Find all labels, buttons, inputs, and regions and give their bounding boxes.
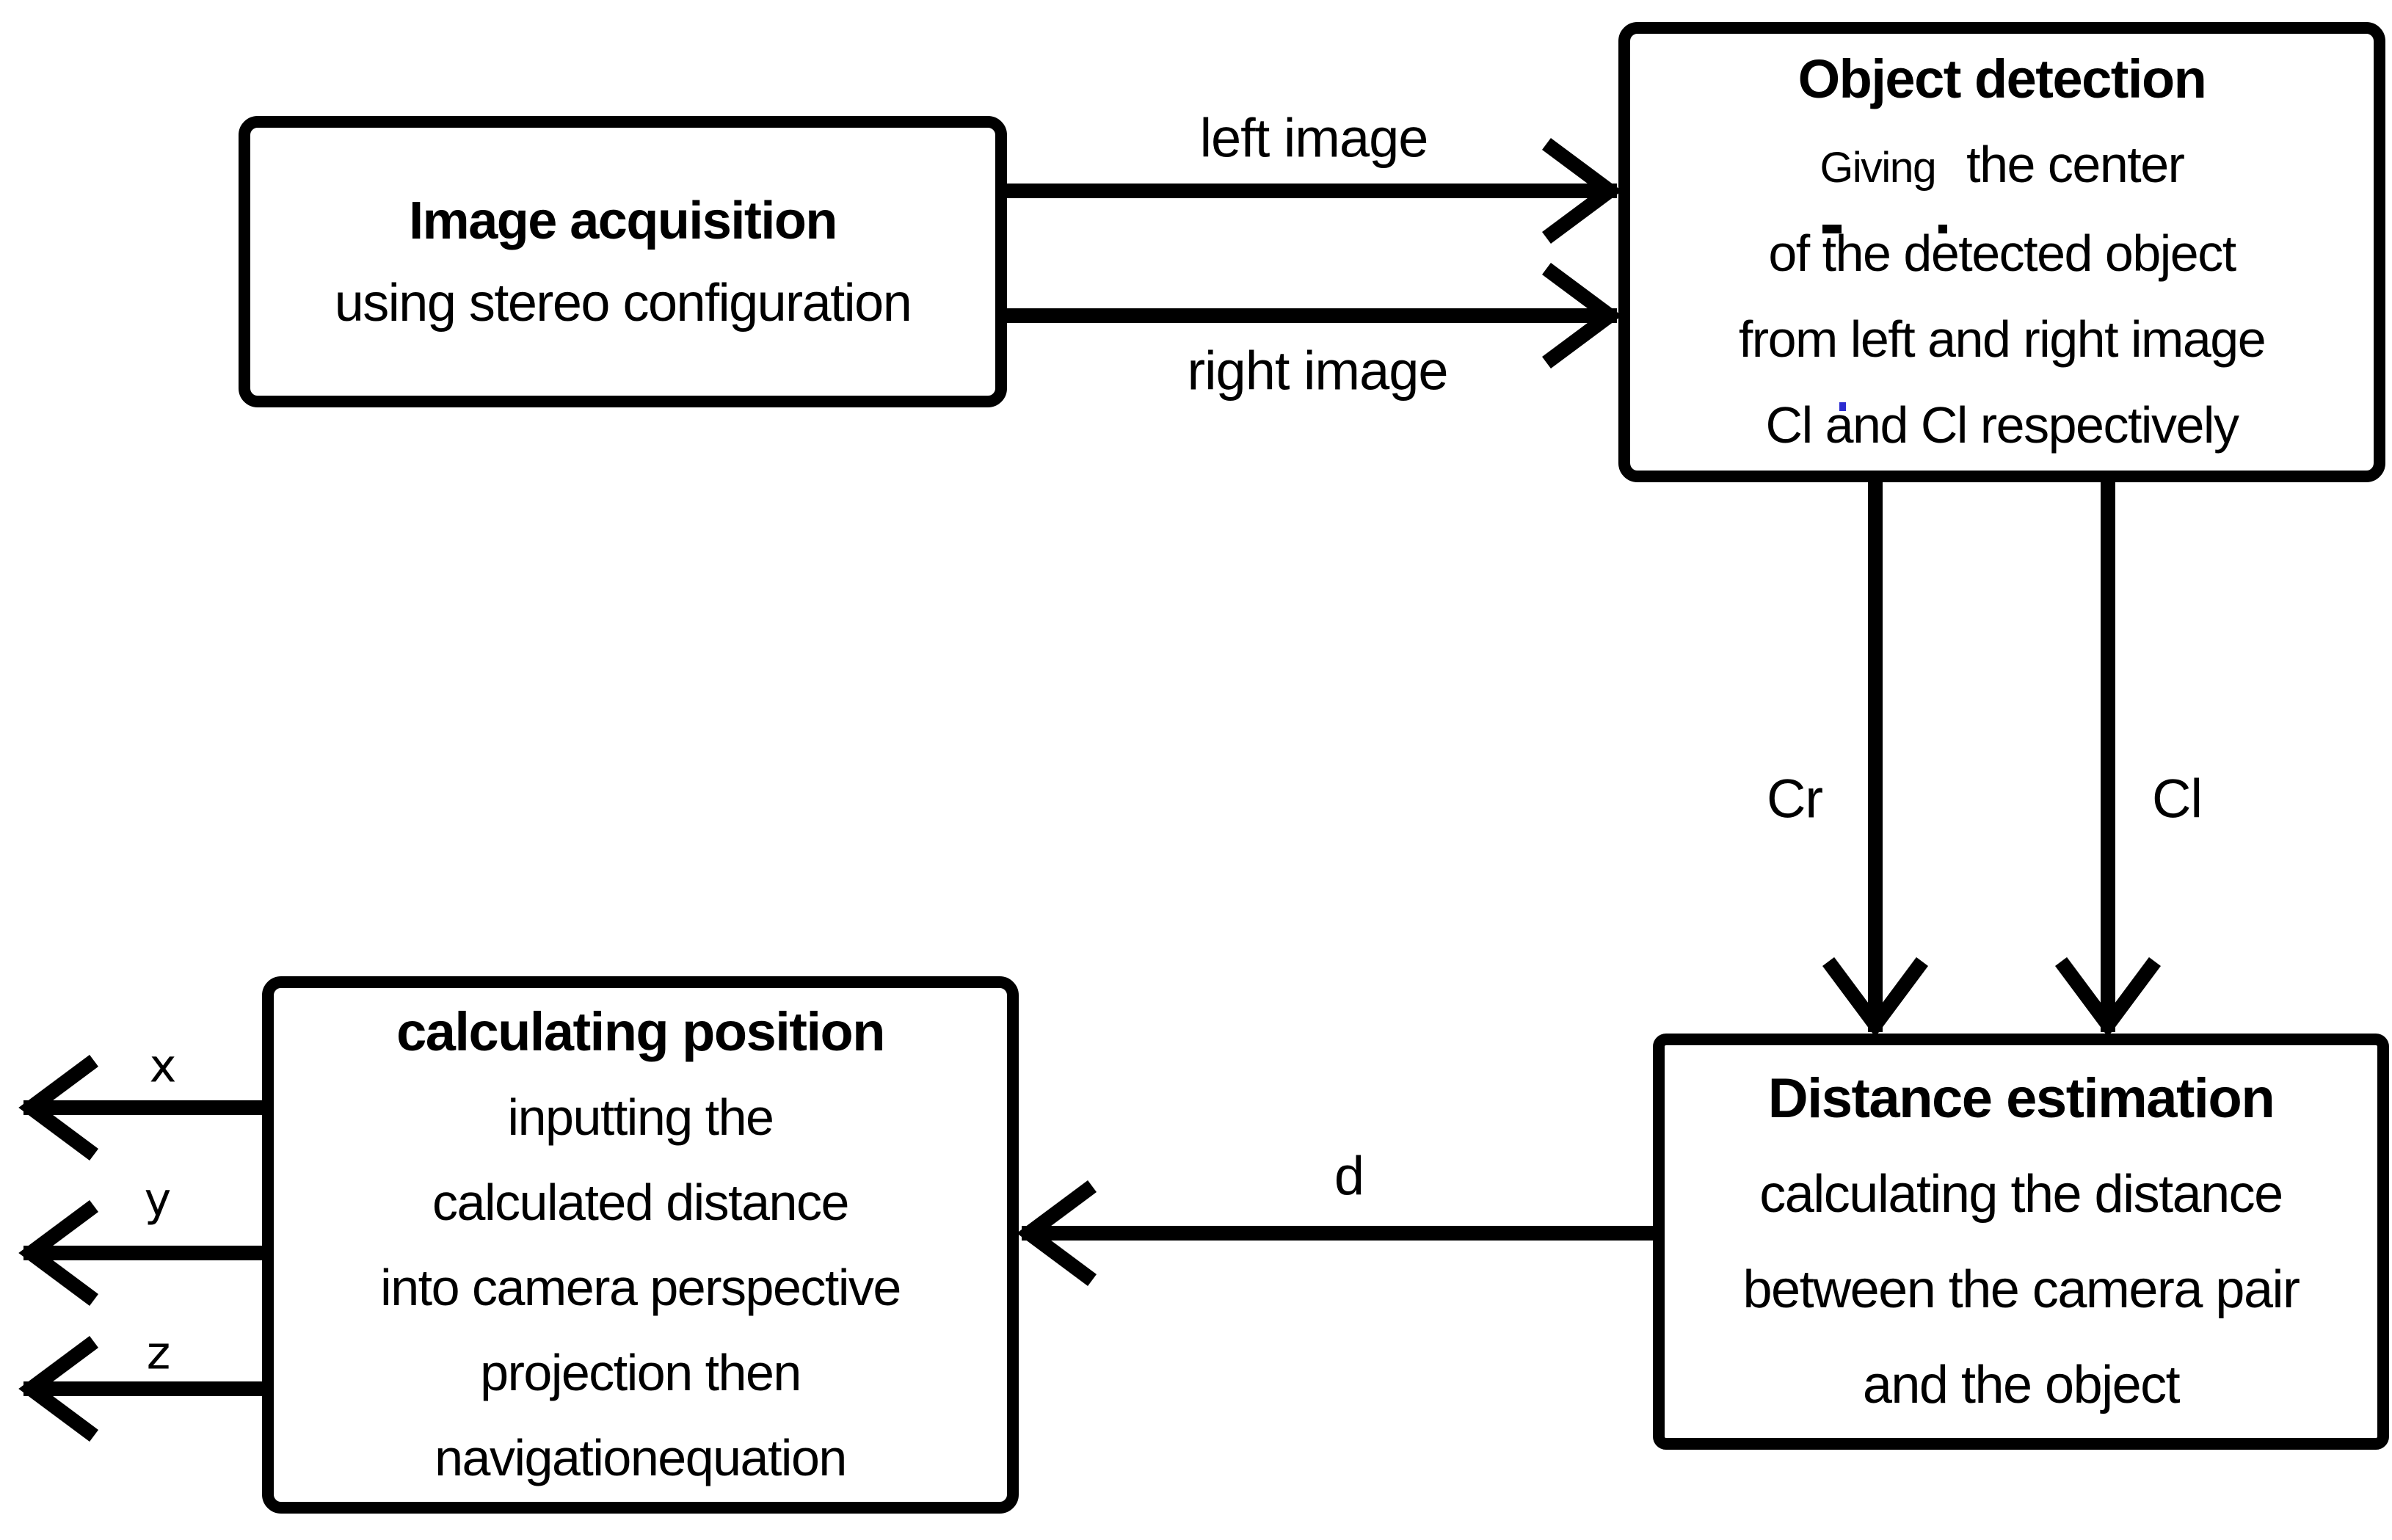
- box-distance-estimation: Distance estimation calculating the dist…: [1653, 1034, 2389, 1450]
- cr-arrow-head: [1822, 957, 1928, 1037]
- box-calculating-position: calculating position inputting the calcu…: [262, 976, 1019, 1514]
- giving-text: Giving: [1820, 144, 1937, 192]
- distance-estimation-line-3: and the object: [1862, 1355, 2181, 1414]
- calculating-position-line-3: into camera perspective: [380, 1259, 901, 1316]
- object-detection-title: Object detection: [1797, 48, 2207, 109]
- d-label: d: [1334, 1145, 1364, 1207]
- stray-mark: [1839, 402, 1846, 411]
- distance-estimation-line-2: between the camera pair: [1742, 1260, 2300, 1319]
- object-detection-line-giving: Giving the center: [1820, 122, 2185, 211]
- calculating-position-line-5: navigationequation: [435, 1429, 847, 1486]
- y-label: y: [144, 1172, 172, 1227]
- calculating-position-line-1: inputting the: [507, 1089, 774, 1146]
- left-image-label: left image: [1199, 107, 1429, 169]
- left-image-arrow-head: [1542, 138, 1622, 244]
- image-acquisition-title: Image acquisition: [409, 191, 837, 250]
- distance-estimation-title: Distance estimation: [1767, 1067, 2275, 1130]
- cl-label: Cl: [2152, 768, 2203, 829]
- calculating-position-line-2: calculated distance: [432, 1174, 849, 1231]
- cl-arrow-head: [2055, 957, 2161, 1037]
- object-detection-line-2: from left and right image: [1738, 310, 2266, 368]
- calculating-position-line-4: projection then: [480, 1344, 801, 1401]
- object-detection-line-3: Cl and Cl respectively: [1765, 396, 2239, 454]
- the-center-text: the center: [1966, 136, 2185, 193]
- d-arrow-head: [1017, 1180, 1097, 1286]
- calculating-position-title: calculating position: [396, 1001, 885, 1062]
- z-label: z: [146, 1326, 171, 1380]
- object-detection-line-1: of the detected object: [1768, 225, 2236, 282]
- right-image-arrow-head: [1542, 263, 1622, 368]
- distance-estimation-line-1: calculating the distance: [1759, 1164, 2283, 1224]
- clipped-text-artifact: [1938, 225, 1947, 233]
- x-label: x: [149, 1039, 177, 1093]
- box-object-detection: Object detection Giving the center of the…: [1618, 22, 2385, 482]
- box-image-acquisition: Image acquisition using stereo configura…: [239, 116, 1007, 407]
- clipped-text-artifact: [1822, 225, 1842, 233]
- x-arrow-head: [18, 1055, 98, 1161]
- y-arrow-head: [18, 1200, 98, 1306]
- right-image-label: right image: [1187, 340, 1448, 402]
- cr-label: Cr: [1766, 768, 1823, 829]
- image-acquisition-subtitle: using stereo configuration: [334, 273, 912, 333]
- z-arrow-head: [18, 1336, 98, 1442]
